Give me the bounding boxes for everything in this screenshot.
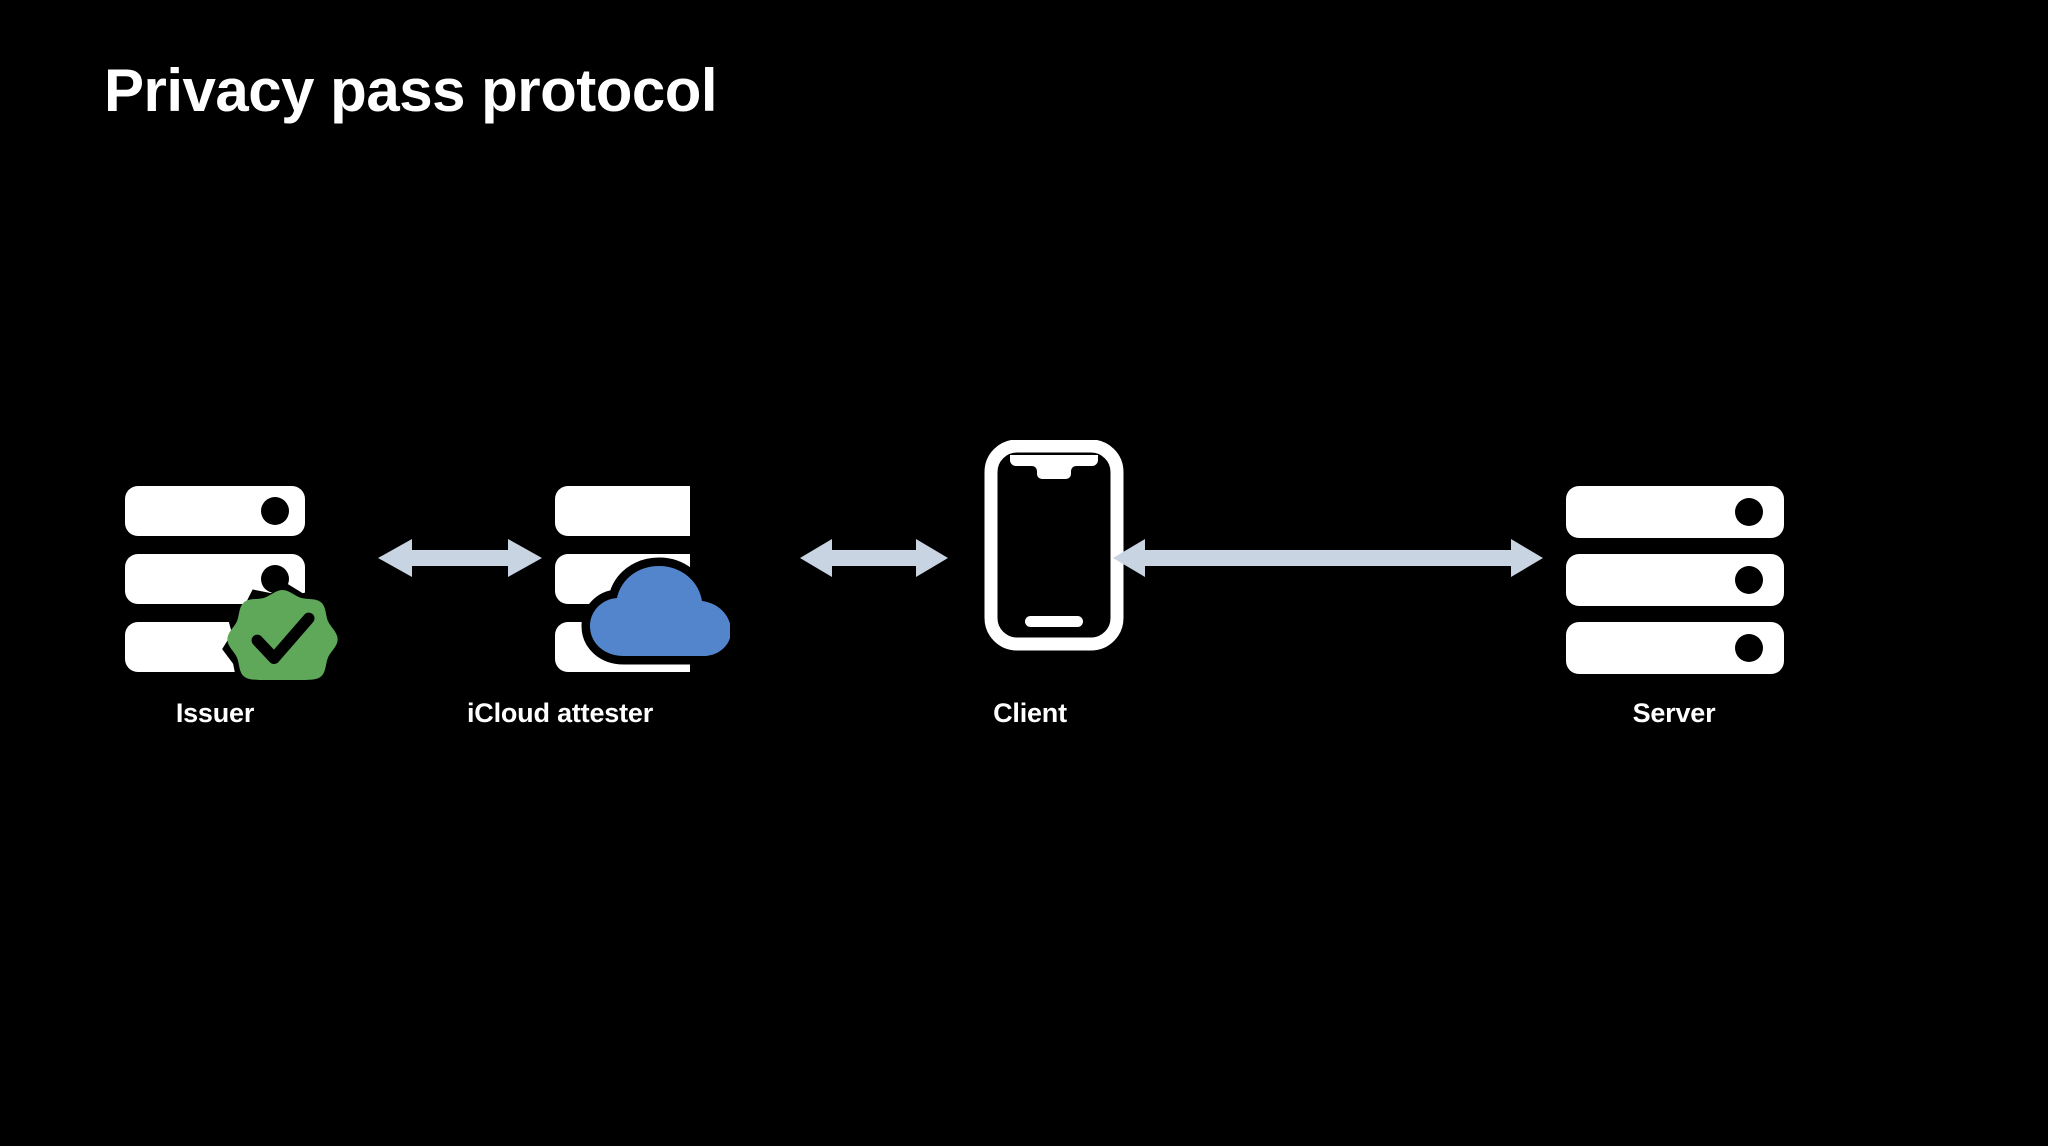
server-icon-group <box>1544 480 1804 680</box>
mobile-phone-icon <box>984 440 1124 651</box>
page-title: Privacy pass protocol <box>104 57 718 124</box>
server-rack-icon <box>1566 486 1784 674</box>
cloud-icon <box>581 557 730 665</box>
node-label-client: Client <box>993 698 1067 728</box>
issuer-icon-group <box>85 480 345 680</box>
node-label-icloud-attester: iCloud attester <box>466 698 654 728</box>
arrow-attester-to-client <box>800 536 948 580</box>
icloud-attester-icon-group <box>430 480 730 680</box>
arrow-issuer-to-attester <box>378 536 542 580</box>
node-label-server: Server <box>1632 698 1716 728</box>
verified-checkmark-badge-icon <box>222 583 345 680</box>
client-icon-group <box>900 440 1160 680</box>
arrow-client-to-server <box>1113 536 1543 580</box>
node-label-issuer: Issuer <box>175 698 255 728</box>
